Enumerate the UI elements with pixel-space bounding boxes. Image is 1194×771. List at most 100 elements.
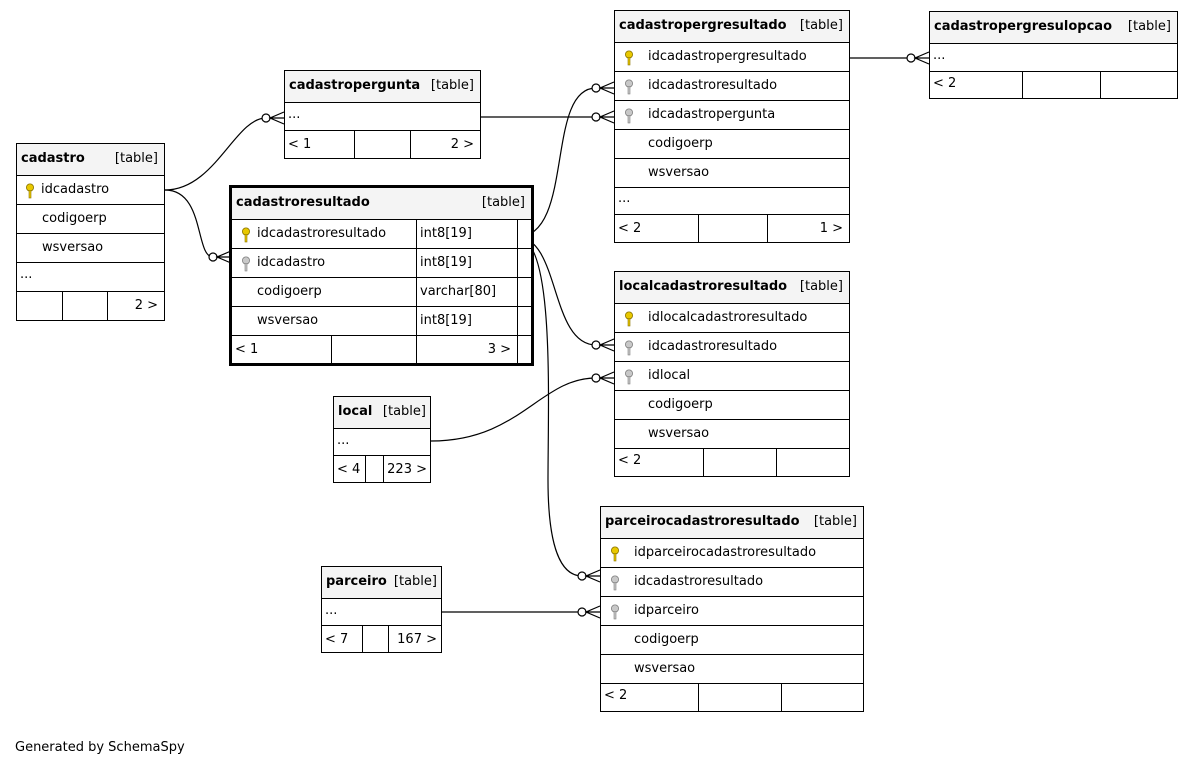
- child-count[interactable]: [776, 449, 849, 476]
- table-header[interactable]: cadastropergunta [table]: [285, 71, 480, 103]
- more-columns-row[interactable]: ...: [334, 429, 430, 456]
- column-name: idcadastroresultado: [648, 339, 778, 354]
- parent-count[interactable]: < 2: [604, 688, 628, 703]
- table-header[interactable]: cadastropergresultado [table]: [615, 11, 849, 43]
- column-row[interactable]: idcadastro int8[19]: [232, 249, 531, 278]
- relationship-cadastro-cadastropergunta: [164, 111, 285, 191]
- relationship-parceiro-parceirocadastroresultado: [442, 605, 601, 619]
- table-local[interactable]: local [table] ... < 4 223 >: [333, 396, 431, 483]
- column-row[interactable]: wsversao: [615, 420, 849, 449]
- parent-count[interactable]: < 2: [618, 221, 642, 236]
- child-count[interactable]: [1100, 72, 1177, 98]
- table-cadastroresultado[interactable]: cadastroresultado [table] idcadastroresu…: [229, 185, 534, 366]
- table-type-label: [table]: [799, 279, 843, 294]
- table-footer: < 2: [615, 449, 849, 476]
- column-name-cell: wsversao: [232, 307, 416, 335]
- table-header[interactable]: cadastroresultado [table]: [232, 188, 531, 220]
- more-columns-row[interactable]: ...: [930, 44, 1177, 72]
- column-name-cell: idcadastropergresultado: [615, 43, 849, 71]
- table-cadastropergresulopcao[interactable]: cadastropergresulopcao [table] ... < 2: [929, 11, 1178, 99]
- foreign-key-icon: [625, 79, 633, 95]
- child-count[interactable]: 2 >: [107, 292, 164, 320]
- column-row[interactable]: idcadastropergresultado: [615, 43, 849, 72]
- parent-count[interactable]: < 1: [235, 342, 259, 357]
- column-row[interactable]: idcadastroresultado: [601, 568, 863, 597]
- table-footer: < 2: [601, 684, 863, 711]
- table-header[interactable]: localcadastroresultado [table]: [615, 272, 849, 304]
- column-name-cell: wsversao: [615, 420, 849, 448]
- column-row[interactable]: idlocalcadastroresultado: [615, 304, 849, 333]
- column-row[interactable]: idparceiro: [601, 597, 863, 626]
- more-columns-ellipsis: ...: [288, 107, 301, 122]
- column-row[interactable]: idparceirocadastroresultado: [601, 539, 863, 568]
- column-row[interactable]: idcadastroresultado: [615, 72, 849, 101]
- table-header[interactable]: parceirocadastroresultado [table]: [601, 507, 863, 539]
- column-row[interactable]: idcadastropergunta: [615, 101, 849, 130]
- column-name-cell: codigoerp: [17, 205, 164, 233]
- column-row[interactable]: codigoerp: [615, 130, 849, 159]
- footer-spacer: [365, 456, 383, 482]
- column-name: codigoerp: [648, 397, 713, 412]
- more-columns-row[interactable]: ...: [615, 188, 849, 215]
- column-row[interactable]: idcadastro: [17, 176, 164, 205]
- column-row[interactable]: wsversao int8[19]: [232, 307, 531, 336]
- table-cadastro[interactable]: cadastro [table] idcadastro codigoerp ws…: [16, 143, 165, 321]
- parent-count[interactable]: < 2: [618, 453, 642, 468]
- child-count[interactable]: 3 >: [416, 336, 517, 363]
- footer-spacer: [362, 626, 388, 652]
- table-localcadastroresultado[interactable]: localcadastroresultado [table] idlocalca…: [614, 271, 850, 477]
- column-name: idcadastropergunta: [648, 107, 776, 122]
- column-row[interactable]: codigoerp: [601, 626, 863, 655]
- parent-count[interactable]: < 7: [325, 632, 349, 647]
- parent-count[interactable]: < 1: [288, 137, 312, 152]
- column-name: idcadastroresultado: [257, 226, 387, 241]
- column-row[interactable]: wsversao: [601, 655, 863, 684]
- table-header[interactable]: cadastro [table]: [17, 144, 164, 176]
- parent-count[interactable]: < 4: [337, 462, 361, 477]
- foreign-key-icon: [242, 256, 250, 272]
- column-row[interactable]: idlocal: [615, 362, 849, 391]
- column-row[interactable]: wsversao: [615, 159, 849, 188]
- table-header[interactable]: local [table]: [334, 397, 430, 429]
- column-name-cell: idcadastropergunta: [615, 101, 849, 129]
- more-columns-row[interactable]: ...: [322, 599, 441, 626]
- foreign-key-icon: [625, 108, 633, 124]
- footer-spacer: [1022, 72, 1100, 98]
- table-parceirocadastroresultado[interactable]: parceirocadastroresultado [table] idparc…: [600, 506, 864, 712]
- table-type-label: [table]: [799, 18, 843, 33]
- primary-key-icon: [625, 50, 633, 66]
- table-header[interactable]: parceiro [table]: [322, 567, 441, 599]
- child-count[interactable]: 223 >: [383, 456, 430, 482]
- table-cadastropergunta[interactable]: cadastropergunta [table] ... < 1 2 >: [284, 70, 481, 159]
- footer-spacer: [517, 336, 531, 363]
- column-row[interactable]: codigoerp: [615, 391, 849, 420]
- column-name-cell: codigoerp: [601, 626, 863, 654]
- table-name: local: [338, 404, 373, 419]
- table-type-label: [table]: [430, 78, 474, 93]
- column-row[interactable]: codigoerp varchar[80]: [232, 278, 531, 307]
- footer-spacer: [62, 292, 107, 320]
- column-name-cell: wsversao: [601, 655, 863, 683]
- foreign-key-icon: [625, 340, 633, 356]
- column-extra: [517, 307, 531, 335]
- column-type: varchar[80]: [416, 278, 517, 306]
- column-row[interactable]: codigoerp: [17, 205, 164, 234]
- child-count[interactable]: 2 >: [410, 131, 480, 158]
- child-count[interactable]: 1 >: [767, 215, 849, 242]
- child-count[interactable]: 167 >: [388, 626, 441, 652]
- column-row[interactable]: idcadastroresultado: [615, 333, 849, 362]
- table-footer: < 7 167 >: [322, 626, 441, 652]
- parent-count[interactable]: < 2: [933, 76, 957, 91]
- more-columns-row[interactable]: ...: [285, 103, 480, 131]
- table-header[interactable]: cadastropergresulopcao [table]: [930, 12, 1177, 44]
- column-row[interactable]: idcadastroresultado int8[19]: [232, 220, 531, 249]
- child-count[interactable]: [781, 684, 863, 711]
- parent-count[interactable]: [17, 292, 62, 320]
- table-parceiro[interactable]: parceiro [table] ... < 7 167 >: [321, 566, 442, 653]
- column-type: int8[19]: [416, 220, 517, 248]
- table-cadastropergresultado[interactable]: cadastropergresultado [table] idcadastro…: [614, 10, 850, 243]
- more-columns-row[interactable]: ...: [17, 263, 164, 292]
- relationship-cadastroresultado-cadastropergresultado: [516, 81, 615, 238]
- column-row[interactable]: wsversao: [17, 234, 164, 263]
